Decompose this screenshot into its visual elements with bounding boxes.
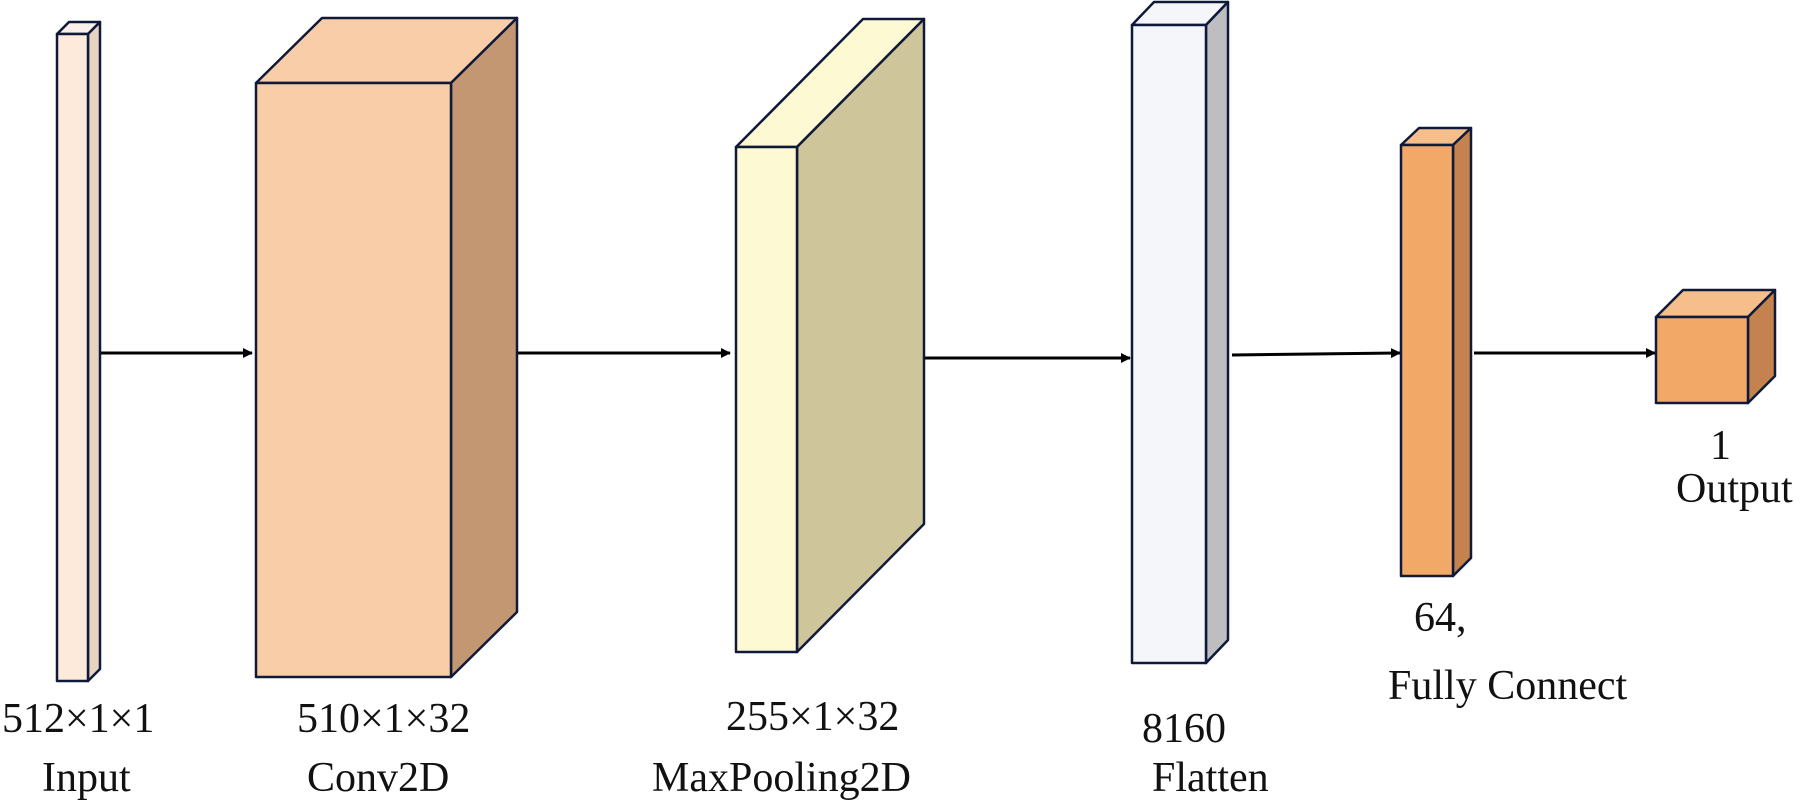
dense-name-label: Fully Connect: [1388, 663, 1628, 709]
block-front-face: [1399, 143, 1455, 578]
conv2d-name-label: Conv2D: [307, 755, 450, 801]
arrow-flatten-to-dense: [1231, 348, 1401, 359]
block-front-face: [734, 145, 799, 654]
layer-block-flatten: [1130, 0, 1230, 665]
dense-dims-label: 64,: [1414, 595, 1467, 641]
flatten-dims-label: 8160: [1142, 706, 1226, 752]
maxpool-name-label: MaxPooling2D: [652, 755, 912, 801]
block-side-face: [86, 20, 102, 683]
block-front-face: [254, 81, 453, 679]
flatten-name-label: Flatten: [1152, 755, 1269, 801]
layer-block-input: [55, 20, 102, 683]
output-name-label: Output: [1676, 466, 1793, 512]
arrows: [88, 348, 1656, 363]
output-dims-label: 1: [1710, 423, 1731, 469]
block-side-face: [1204, 0, 1230, 665]
layer-block-conv2d: [254, 16, 519, 679]
maxpool-dims-label: 255×1×32: [726, 694, 900, 740]
input-dims-label: 512×1×1: [2, 696, 155, 742]
conv2d-dims-label: 510×1×32: [297, 696, 471, 742]
layer-block-maxpool: [734, 17, 926, 654]
block-front-face: [1654, 315, 1750, 405]
layer-block-dense: [1399, 126, 1473, 578]
block-front-face: [1130, 23, 1208, 665]
layer-block-output: [1654, 288, 1777, 405]
block-front-face: [55, 32, 90, 683]
input-name-label: Input: [42, 755, 131, 801]
block-side-face: [449, 16, 519, 679]
block-side-face: [1451, 126, 1473, 578]
